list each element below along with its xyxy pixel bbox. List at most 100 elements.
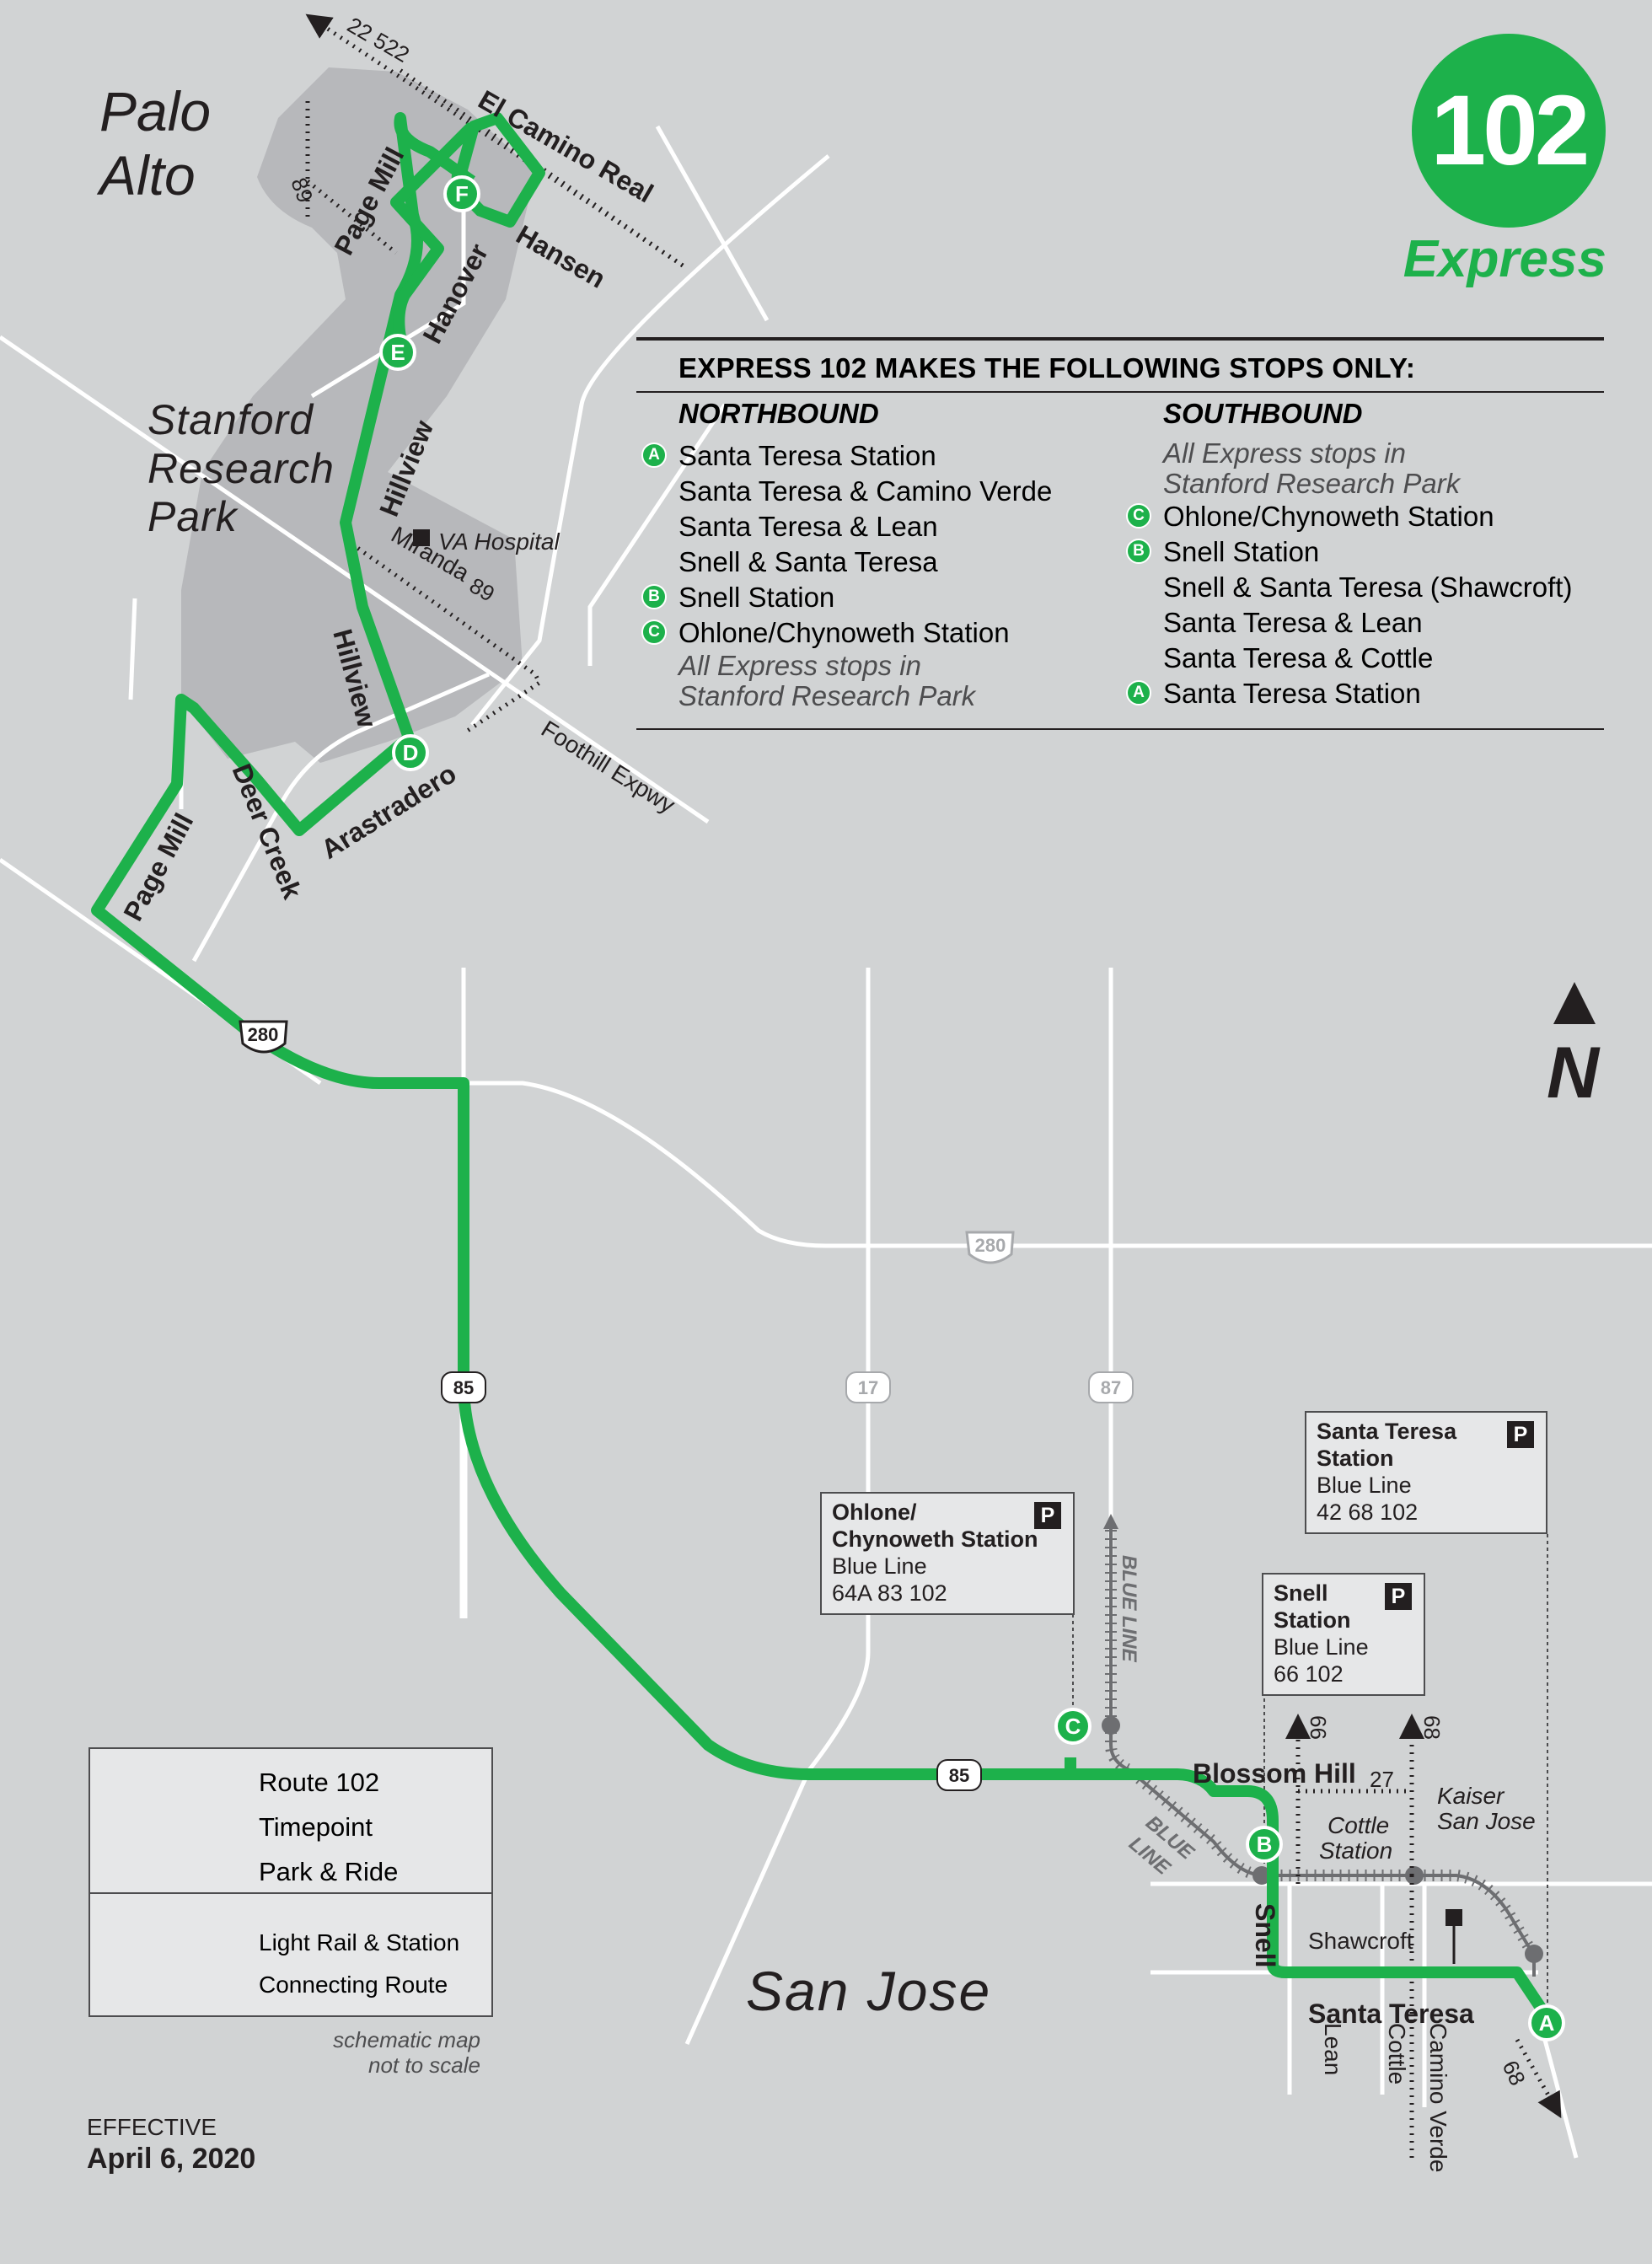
park-ride-icon: P	[1385, 1583, 1412, 1610]
timepoint-b: B	[1246, 1826, 1283, 1863]
i280-east-label: 280	[975, 1235, 1006, 1256]
station-name: Snell Station	[1274, 1580, 1351, 1633]
cottle-station-label-1: Cottle	[1328, 1812, 1389, 1838]
legend-route: Route 102	[259, 1768, 380, 1797]
station-line: Blue Line	[832, 1553, 927, 1579]
va-hospital-marker	[413, 529, 430, 546]
panel-bottom-rule	[636, 728, 1604, 730]
northbound-note-2: Stanford Research Park	[678, 680, 976, 711]
svg-text:C: C	[1065, 1714, 1081, 1739]
italic-labels: VA Hospital Cottle Station Kaiser San Jo…	[438, 528, 1536, 1864]
blossom-hill-label: Blossom Hill	[1193, 1758, 1356, 1789]
map-legend: Route 102 Timepoint Park & Ride Light Ra…	[88, 1747, 493, 2017]
sr85-south-label: 85	[949, 1765, 969, 1786]
palo-alto-label: Palo Alto	[99, 80, 212, 207]
legend-connecting-route: Connecting Route	[259, 1972, 448, 1998]
san-jose-label: San Jose	[746, 1960, 992, 2022]
northbound-note-1: All Express stops in	[678, 650, 921, 681]
express-label: Express	[1403, 230, 1606, 288]
sr85-north-label: 85	[453, 1377, 474, 1398]
southbound-heading: SOUTHBOUND	[1163, 398, 1363, 429]
effective-date: April 6, 2020	[87, 2143, 256, 2175]
timepoint-icon: B	[1126, 539, 1151, 564]
route-66-label: 66	[1306, 1715, 1331, 1740]
northbound-heading: NORTHBOUND	[678, 398, 879, 429]
list-item: Santa Teresa & Cottle	[1163, 642, 1434, 673]
timepoint-e: E	[379, 334, 416, 371]
north-arrow: N	[1547, 982, 1601, 1113]
timepoint-c: C	[1054, 1708, 1092, 1745]
list-item: Snell & Santa Teresa	[678, 546, 938, 577]
route-number-badge: 102	[1412, 34, 1606, 228]
minor-labels: Miranda Foothill Expwy Shawcroft Lean Co…	[387, 521, 1451, 2172]
highway-shields: 280 280 85 85 17 87	[239, 1020, 1134, 1791]
svg-text:B: B	[1257, 1832, 1273, 1857]
route-68-south-label: 68	[1498, 2057, 1531, 2090]
station-routes: 42 68 102	[1317, 1499, 1419, 1525]
stops-panel: EXPRESS 102 MAKES THE FOLLOWING STOPS ON…	[636, 337, 1604, 732]
station-routes: 64A 83 102	[832, 1580, 947, 1606]
timepoint-a: A	[1528, 2004, 1565, 2041]
station-name: Santa Teresa Station	[1317, 1419, 1457, 1471]
snell-station-box: Snell Station Blue Line 66 102 P	[1262, 1573, 1425, 1696]
southbound-stop-list: All Express stops in Stanford Research P…	[1126, 437, 1572, 711]
svg-text:D: D	[403, 740, 419, 765]
ohlone-station-box: Ohlone/ Chynoweth Station Blue Line 64A …	[820, 1492, 1075, 1615]
southbound-note-2: Stanford Research Park	[1163, 468, 1461, 499]
station-line: Blue Line	[1317, 1473, 1412, 1498]
list-item: Santa Teresa & Camino Verde	[678, 475, 1053, 507]
va-hospital-label: VA Hospital	[438, 528, 560, 555]
panel-mid-rule	[636, 391, 1604, 393]
station-leader-lines	[1072, 1534, 1548, 2019]
effective-label: EFFECTIVE	[87, 2114, 217, 2140]
timepoint-icon: C	[1126, 503, 1151, 528]
svg-text:E: E	[390, 340, 405, 365]
ohlone-rail-station	[1102, 1716, 1120, 1735]
timepoint-icon: B	[641, 584, 667, 609]
svg-text:F: F	[455, 181, 469, 207]
santa-teresa-station-box: Santa Teresa Station Blue Line 42 68 102…	[1305, 1411, 1547, 1534]
route-27-label: 27	[1370, 1767, 1394, 1792]
snell-label: Snell	[1250, 1903, 1280, 1967]
camino-verde-label: Camino Verde	[1425, 2023, 1451, 2172]
light-rail-blue-line	[1102, 1514, 1543, 1977]
hansen-label: Hansen	[512, 219, 611, 294]
kaiser-label-2: San Jose	[1437, 1808, 1536, 1834]
sr85-north-shield: 85	[441, 1371, 486, 1403]
svg-text:N: N	[1547, 1033, 1601, 1113]
sr87-shield: 87	[1088, 1371, 1134, 1403]
southbound-note-1: All Express stops in	[1163, 437, 1406, 469]
lean-label: Lean	[1320, 2023, 1346, 2075]
stanford-research-park-label: Stanford Research Park	[148, 396, 335, 540]
route-22-522-label: 22 522	[343, 12, 414, 67]
snell-rail-station	[1252, 1866, 1271, 1885]
station-name: Ohlone/ Chynoweth Station	[832, 1499, 1038, 1552]
station-routes: 66 102	[1274, 1661, 1344, 1687]
park-ride-icon: P	[1507, 1421, 1534, 1448]
timepoint-d: D	[392, 734, 429, 771]
shawcroft-label: Shawcroft	[1308, 1928, 1413, 1954]
kaiser-label-1: Kaiser	[1437, 1783, 1505, 1809]
sr17-shield: 17	[845, 1371, 891, 1403]
sr17-label: 17	[858, 1377, 878, 1398]
list-item: Santa Teresa & Lean	[1163, 607, 1423, 638]
route-68-north-label: 68	[1419, 1715, 1445, 1740]
kaiser-marker	[1446, 1909, 1462, 1926]
sr87-label: 87	[1101, 1377, 1121, 1398]
timepoint-icon: A	[1126, 680, 1151, 705]
legend-timepoint: Timepoint	[259, 1812, 373, 1842]
svg-text:A: A	[1539, 2010, 1555, 2036]
stops-heading: EXPRESS 102 MAKES THE FOLLOWING STOPS ON…	[678, 352, 1416, 384]
connecting-routes	[305, 13, 1562, 2158]
timepoint-icon: A	[641, 443, 667, 468]
blue-line-vertical-label: BLUE LINE	[1118, 1555, 1140, 1663]
i280-west-label: 280	[248, 1024, 279, 1045]
legend-park-ride: Park & Ride	[259, 1857, 399, 1886]
